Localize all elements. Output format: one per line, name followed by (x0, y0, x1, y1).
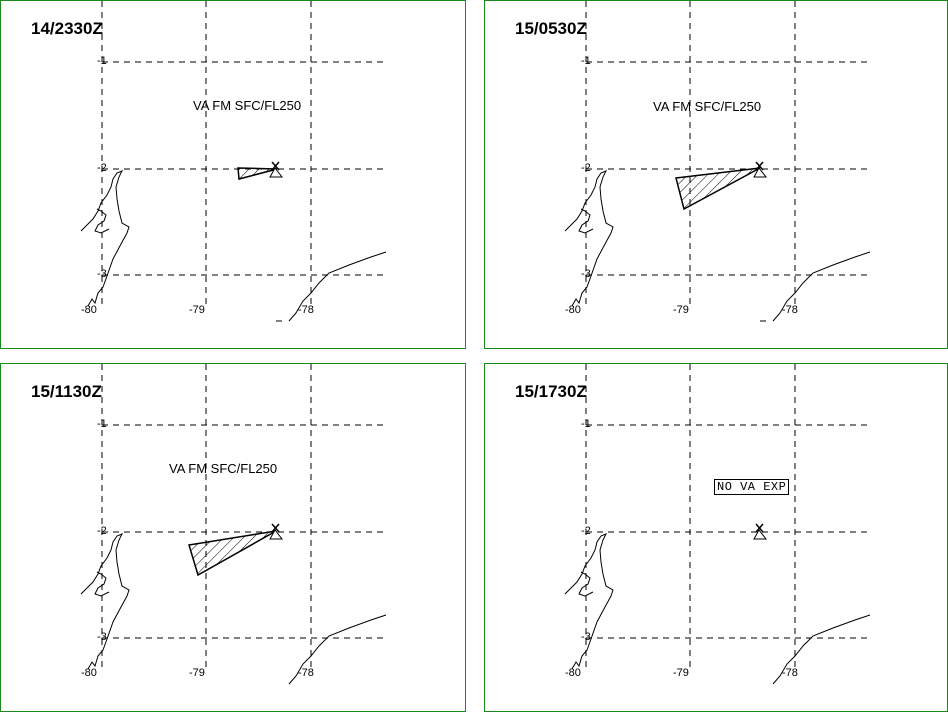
map-panel-1: 14/2330Z VA FM SFC/FL250 -1 -2 -3 -80 -7… (0, 0, 466, 349)
coastline (80, 170, 130, 307)
lon-tick: -80 (565, 667, 581, 679)
panel-title: 14/2330Z (31, 19, 103, 38)
vent-marker-icon (271, 161, 280, 171)
coastline-east (276, 251, 387, 322)
coastline (564, 170, 614, 307)
lat-tick: -1 (97, 418, 107, 430)
map-panel-2: 15/0530Z VA FM SFC/FL250 -1 -2 -3 -80 -7… (484, 0, 948, 349)
lat-tick: -1 (97, 55, 107, 67)
volcano-icon (753, 167, 768, 178)
lat-tick: -3 (581, 268, 591, 280)
map-canvas (80, 364, 387, 685)
lat-tick: -2 (581, 162, 591, 174)
coastline-east (772, 614, 871, 685)
lat-tick: -3 (97, 268, 107, 280)
panel-title: 15/1130Z (31, 382, 102, 401)
lon-tick: -78 (782, 667, 798, 679)
graticule (101, 364, 386, 669)
coastline (564, 533, 614, 670)
map-canvas (564, 364, 871, 685)
volcano-icon (753, 529, 768, 540)
va-label: VA FM SFC/FL250 (169, 461, 278, 476)
vent-marker-icon (271, 523, 280, 533)
map-panel-3: 15/1130Z VA FM SFC/FL250 -1 -2 -3 -80 -7… (0, 363, 466, 712)
lon-tick: -79 (189, 304, 205, 316)
ash-cloud-area (675, 167, 761, 211)
graticule (585, 364, 870, 669)
panel-title: 15/0530Z (515, 19, 587, 38)
lon-tick: -79 (673, 304, 689, 316)
lon-tick: -78 (782, 304, 798, 316)
coastline-east (760, 251, 871, 322)
lat-tick: -1 (581, 418, 591, 430)
lat-tick: -2 (581, 525, 591, 537)
lat-tick: -2 (97, 162, 107, 174)
map-canvas (80, 1, 387, 322)
lon-tick: -78 (298, 667, 314, 679)
lon-tick: -78 (298, 304, 314, 316)
ash-cloud-area (188, 530, 277, 577)
lat-tick: -3 (97, 631, 107, 643)
va-label: VA FM SFC/FL250 (653, 99, 762, 114)
graticule (101, 1, 386, 306)
lon-tick: -80 (565, 304, 581, 316)
ash-cloud-area (237, 167, 278, 180)
map-panel-4: 15/1730Z NO VA EXP -1 -2 -3 -80 -79 -78 (484, 363, 948, 712)
lon-tick: -80 (81, 667, 97, 679)
lat-tick: -3 (581, 631, 591, 643)
graticule (585, 1, 870, 306)
lon-tick: -79 (673, 667, 689, 679)
vent-marker-icon (755, 523, 764, 533)
coastline-east (288, 614, 387, 685)
coastline (80, 533, 130, 670)
panel-title: 15/1730Z (515, 382, 587, 401)
vent-marker-icon (755, 161, 764, 171)
volcano-icon (269, 529, 284, 540)
volcano-icon (269, 167, 284, 178)
va-label: VA FM SFC/FL250 (193, 98, 302, 113)
no-va-label: NO VA EXP (714, 479, 790, 495)
map-canvas (564, 1, 871, 322)
lon-tick: -80 (81, 304, 97, 316)
lat-tick: -1 (581, 55, 591, 67)
lat-tick: -2 (97, 525, 107, 537)
lon-tick: -79 (189, 667, 205, 679)
